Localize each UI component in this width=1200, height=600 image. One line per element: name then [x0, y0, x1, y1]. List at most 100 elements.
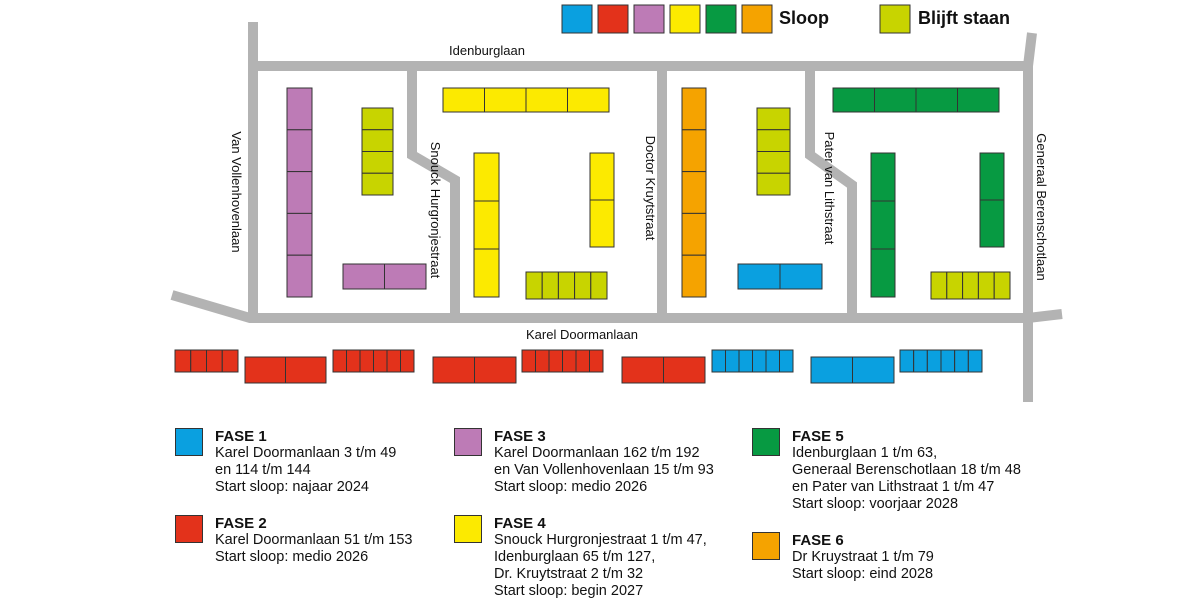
dwelling-unit [681, 87, 707, 131]
building-fase4 [473, 152, 500, 298]
dwelling-unit [913, 349, 928, 373]
building-fase1 [711, 349, 794, 373]
dwelling-unit [810, 356, 853, 384]
dwelling-unit [286, 129, 313, 173]
dwelling-unit [752, 349, 767, 373]
fase-5-title: FASE 5 [792, 428, 844, 445]
dwelling-unit [361, 172, 394, 196]
building-fase2 [621, 356, 706, 384]
street-label-generaal-berenschotlaan: Generaal Berenschotlaan [1034, 133, 1049, 280]
dwelling-unit [286, 87, 313, 131]
dwelling-unit [346, 349, 361, 373]
dwelling-unit [926, 349, 942, 373]
dwelling-unit [663, 356, 706, 384]
legend-swatch-fase4 [669, 4, 701, 34]
fase-5-line: Start sloop: voorjaar 2028 [792, 496, 959, 512]
dwelling-unit [681, 129, 707, 173]
dwelling-unit [190, 349, 207, 373]
fase-5-swatch [752, 428, 780, 456]
fase-4-line: Idenburglaan 65 t/m 127, [494, 549, 656, 565]
dwelling-unit [681, 212, 707, 256]
fase-3-line: Karel Doormanlaan 162 t/m 192 [494, 445, 700, 461]
fase-5-line: en Pater van Lithstraat 1 t/m 47 [792, 479, 995, 495]
dwelling-unit [473, 200, 500, 250]
dwelling-unit [386, 349, 401, 373]
road-pater-van-lithstraat [805, 66, 857, 320]
dwelling-unit [221, 349, 239, 373]
legend-fase-6: FASE 6 Dr Kruystraat 1 t/m 79 Start sloo… [752, 532, 934, 583]
dwelling-unit [473, 248, 500, 298]
dwelling-unit [930, 271, 948, 300]
fase-1-line: Karel Doormanlaan 3 t/m 49 [215, 445, 397, 461]
dwelling-unit [756, 107, 791, 131]
buildings [174, 87, 1011, 384]
building-fase4 [442, 87, 610, 113]
fase-2-swatch [175, 515, 203, 543]
fase-5-line: Generaal Berenschotlaan 18 t/m 48 [792, 462, 1021, 478]
dwelling-unit [332, 349, 347, 373]
dwelling-unit [681, 254, 707, 298]
dwelling-unit [525, 271, 543, 300]
dwelling-unit [738, 349, 753, 373]
legend-fase-2: FASE 2 Karel Doormanlaan 51 t/m 153 Star… [175, 515, 412, 566]
building-fase1 [810, 356, 895, 384]
fase-2-line: Start sloop: medio 2026 [215, 549, 369, 565]
dwelling-unit [852, 356, 895, 384]
building-fase1 [737, 263, 823, 290]
dwelling-unit [574, 271, 592, 300]
legend-fase-4: FASE 4 Snouck Hurgronjestraat 1 t/m 47, … [454, 515, 707, 600]
building-fase2 [521, 349, 604, 373]
dwelling-unit [206, 349, 223, 373]
dwelling-unit [442, 87, 485, 113]
dwelling-unit [286, 212, 313, 256]
legend-fase-3: FASE 3 Karel Doormanlaan 162 t/m 192 en … [454, 428, 714, 496]
dwelling-unit [832, 87, 875, 113]
dwelling-unit [977, 271, 995, 300]
dwelling-unit [957, 87, 1000, 113]
road-snouck-hurgronjestraat [407, 66, 460, 320]
street-label-pater-van-lithstraat: Pater van Lithstraat [822, 132, 837, 245]
legend-swatch-fase1 [561, 4, 593, 34]
dwelling-unit [473, 152, 500, 202]
dwelling-unit [993, 271, 1011, 300]
fase-2-line: Karel Doormanlaan 51 t/m 153 [215, 532, 413, 548]
dwelling-unit [373, 349, 388, 373]
building-fase3 [286, 87, 313, 298]
dwelling-unit [286, 171, 313, 214]
fase-3-title: FASE 3 [494, 428, 546, 445]
dwelling-unit [400, 349, 415, 373]
site-map: Sloop Blijft staan Idenburglaan Karel Do… [170, 4, 1063, 402]
dwelling-unit [548, 349, 563, 373]
legend-swatch-fase5 [705, 4, 737, 34]
dwelling-unit [979, 152, 1005, 201]
dwelling-unit [756, 129, 791, 152]
building-fase5 [870, 152, 896, 298]
dwelling-unit [384, 263, 427, 290]
dwelling-unit [870, 200, 896, 250]
dwelling-unit [541, 271, 559, 300]
fase-4-line: Dr. Kruytstraat 2 t/m 32 [494, 566, 644, 582]
street-label-idenburglaan: Idenburglaan [449, 43, 525, 58]
legend-swatch-fase3 [633, 4, 665, 34]
dwelling-unit [521, 349, 536, 373]
fase-4-swatch [454, 515, 482, 543]
road-generaal-berenschotlaan [1023, 32, 1037, 402]
building-blijft [930, 271, 1011, 300]
dwelling-unit [870, 248, 896, 298]
building-fase5 [979, 152, 1005, 248]
legend-swatch-blijft [879, 4, 911, 34]
fase-6-title: FASE 6 [792, 532, 844, 549]
legend-fase-5: FASE 5 Idenburglaan 1 t/m 63, Generaal B… [752, 428, 1021, 513]
dwelling-unit [737, 263, 781, 290]
dwelling-unit [589, 349, 604, 373]
building-fase4 [589, 152, 615, 248]
legend-blijft-label: Blijft staan [918, 8, 1010, 28]
dwelling-unit [432, 356, 475, 384]
dwelling-unit [361, 107, 394, 131]
dwelling-unit [174, 349, 192, 373]
building-fase2 [174, 349, 239, 373]
building-fase5 [832, 87, 1000, 113]
dwelling-unit [725, 349, 740, 373]
dwelling-unit [535, 349, 550, 373]
fase-3-line: en Van Vollenhovenlaan 15 t/m 93 [494, 462, 714, 478]
